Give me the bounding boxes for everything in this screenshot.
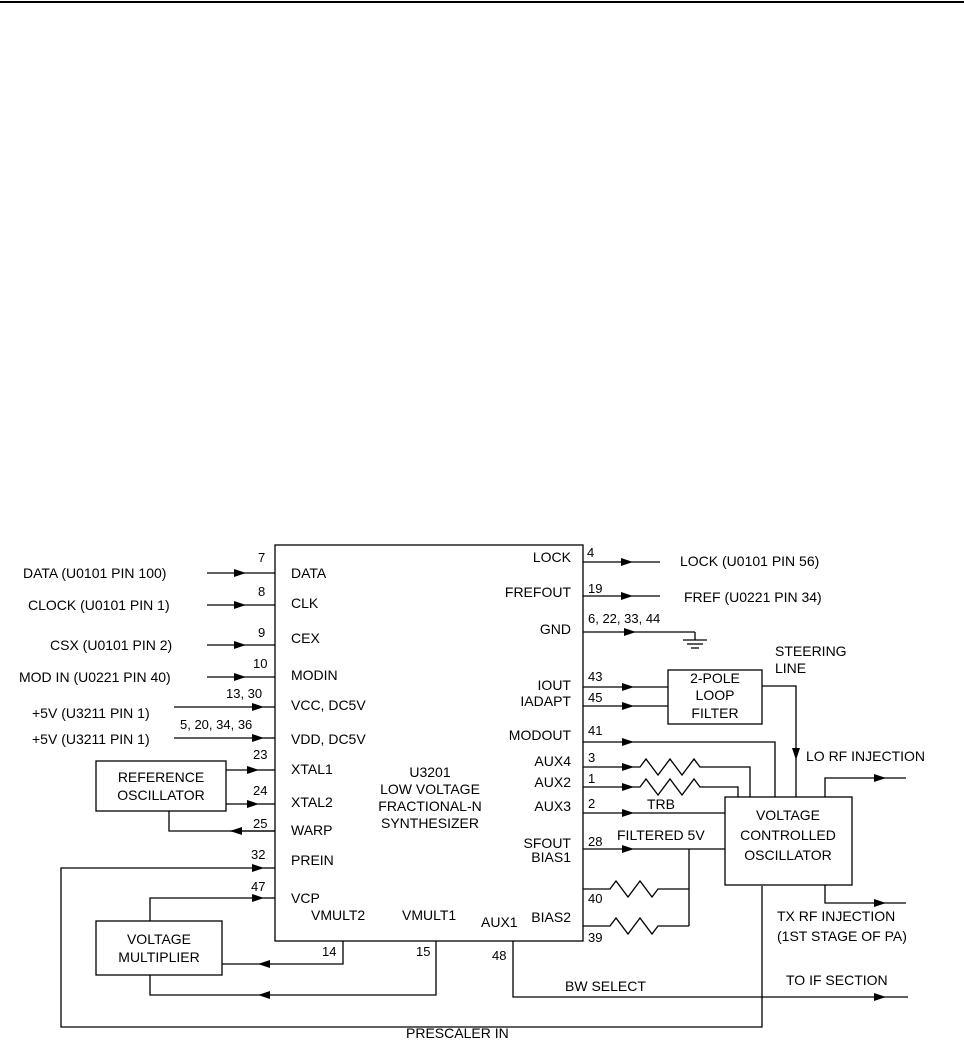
ref-osc-line2: OSCILLATOR (117, 787, 204, 803)
reference-oscillator-block: REFERENCE OSCILLATOR 23 XTAL1 24 XTAL2 2… (95, 747, 333, 838)
loop-filter-line3: FILTER (691, 705, 738, 721)
label-vmult1: VMULT1 (402, 907, 456, 923)
pin-45: 45 (588, 690, 602, 705)
signal-clock: CLOCK (U0101 PIN 1) (28, 597, 170, 613)
label-vdd: VDD, DC5V (291, 731, 366, 747)
right-side-pins: LOCK 4 LOCK (U0101 PIN 56) FREFOUT 19 FR… (505, 545, 822, 945)
pin-7: 7 (258, 550, 265, 565)
pin-24: 24 (253, 783, 267, 798)
bw-select-label: BW SELECT (565, 978, 646, 994)
label-aux1: AUX1 (481, 914, 518, 930)
vmult-line1: VOLTAGE (127, 931, 191, 947)
label-vmult2: VMULT2 (311, 907, 365, 923)
label-iout: IOUT (538, 677, 572, 693)
signal-lock-out: LOCK (U0101 PIN 56) (680, 553, 819, 569)
pin-47: 47 (251, 879, 265, 894)
pin-10: 10 (253, 656, 267, 671)
label-bias2: BIAS2 (531, 909, 571, 925)
pin-5-20-34-36: 5, 20, 34, 36 (180, 717, 252, 732)
voltage-multiplier-block: VOLTAGE MULTIPLIER 47 VCP 14 VMULT2 15 V… (95, 879, 456, 999)
pin-1: 1 (588, 771, 595, 786)
pin-8: 8 (258, 584, 265, 599)
label-iadapt: IADAPT (520, 693, 571, 709)
signal-csx: CSX (U0101 PIN 2) (50, 637, 172, 653)
label-lock: LOCK (533, 549, 572, 565)
label-clk: CLK (291, 595, 319, 611)
label-vcp: VCP (291, 890, 320, 906)
label-sfout: SFOUT (524, 835, 572, 851)
label-frefout: FREFOUT (505, 584, 572, 600)
pin-41: 41 (588, 723, 602, 738)
label-vcc: VCC, DC5V (291, 697, 366, 713)
label-aux2: AUX2 (534, 774, 571, 790)
u3201-chip-box (274, 544, 584, 942)
vco-line1: VOLTAGE (756, 807, 820, 823)
ref-osc-line1: REFERENCE (118, 769, 204, 785)
label-prein: PREIN (291, 852, 334, 868)
vco-block: VOLTAGE CONTROLLED OSCILLATOR LO RF INJE… (724, 748, 925, 944)
filtered-5v-label: FILTERED 5V (617, 827, 705, 843)
chip-ref: U3201 (409, 764, 450, 780)
pin-4: 4 (587, 545, 594, 560)
tx-rf-injection-line2: (1ST STAGE OF PA) (777, 928, 907, 944)
label-aux4: AUX4 (534, 753, 571, 769)
loop-filter-line1: 2-POLE (690, 670, 740, 686)
pin-3: 3 (588, 750, 595, 765)
label-data: DATA (291, 565, 327, 581)
pin-25: 25 (253, 816, 267, 831)
pin-14: 14 (322, 944, 336, 959)
label-modin: MODIN (291, 667, 338, 683)
trb-label: TRB (647, 796, 675, 812)
signal-vcc-5v: +5V (U3211 PIN 1) (32, 705, 150, 721)
label-xtal2: XTAL2 (291, 794, 333, 810)
label-bias1: BIAS1 (531, 849, 571, 865)
signal-fref-out: FREF (U0221 PIN 34) (684, 589, 822, 605)
label-aux3: AUX3 (534, 798, 571, 814)
to-if-section-label: TO IF SECTION (786, 972, 888, 988)
chip-name-line2: FRACTIONAL-N (378, 798, 481, 814)
label-warp: WARP (291, 822, 332, 838)
prescaler-loop: 32 PREIN PRESCALER IN (60, 847, 763, 1041)
vco-line2: CONTROLLED (740, 827, 836, 843)
label-xtal1: XTAL1 (291, 761, 333, 777)
pin-32: 32 (251, 847, 265, 862)
pin-40: 40 (588, 891, 602, 906)
signal-mod-in: MOD IN (U0221 PIN 40) (19, 669, 171, 685)
pin-2: 2 (588, 796, 595, 811)
pin-19: 19 (588, 581, 602, 596)
steering-label-line1: STEERING (775, 643, 847, 659)
vmult-line2: MULTIPLIER (118, 949, 199, 965)
bw-select-line: AUX1 48 BW SELECT TO IF SECTION (481, 914, 908, 1001)
label-modout: MODOUT (509, 727, 572, 743)
steering-label-line2: LINE (775, 660, 806, 676)
chip-name-line3: SYNTHESIZER (381, 815, 479, 831)
pin-43: 43 (588, 669, 602, 684)
pin-9: 9 (258, 625, 265, 640)
signal-data: DATA (U0101 PIN 100) (23, 565, 166, 581)
pin-28: 28 (588, 834, 602, 849)
vco-line3: OSCILLATOR (744, 847, 831, 863)
loop-filter-block: 2-POLE LOOP FILTER STEERING LINE (667, 643, 847, 797)
label-gnd: GND (540, 621, 571, 637)
chip-name-line1: LOW VOLTAGE (380, 781, 480, 797)
loop-filter-line2: LOOP (696, 687, 735, 703)
tx-rf-injection-line1: TX RF INJECTION (777, 908, 895, 924)
pin-48: 48 (492, 948, 506, 963)
lo-rf-injection-label: LO RF INJECTION (806, 748, 925, 764)
pin-13-30: 13, 30 (226, 686, 262, 701)
prescaler-in-label: PRESCALER IN (406, 1025, 509, 1041)
left-input-signals: DATA (U0101 PIN 100) 7 DATA CLOCK (U0101… (19, 550, 366, 747)
signal-vdd-5v: +5V (U3211 PIN 1) (32, 731, 150, 747)
label-cex: CEX (291, 630, 320, 646)
pin-15: 15 (416, 944, 430, 959)
ground-icon (683, 632, 707, 649)
pin-23: 23 (253, 747, 267, 762)
pin-6-22-33-44: 6, 22, 33, 44 (588, 611, 660, 626)
pin-39: 39 (588, 930, 602, 945)
